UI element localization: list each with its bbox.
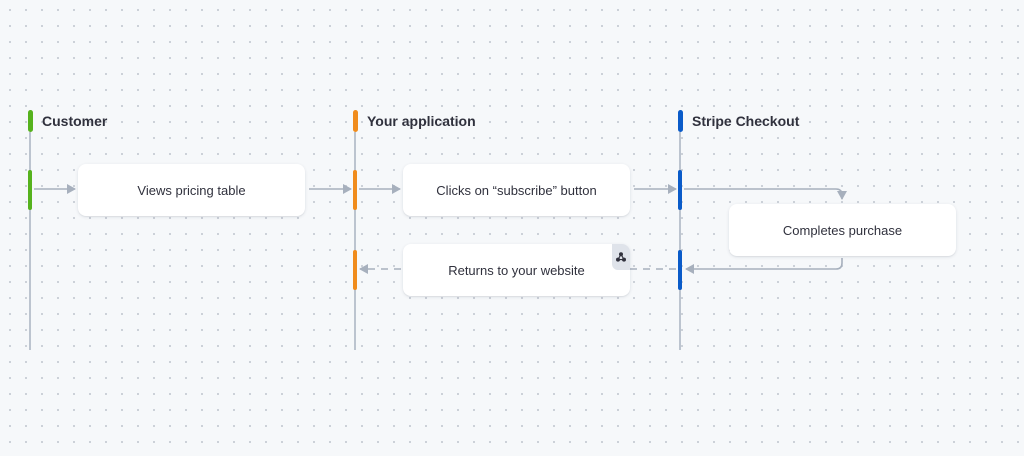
step-card-returns-website[interactable]: Returns to your website (403, 244, 630, 296)
activation-application-2 (353, 250, 357, 290)
lane-title: Your application (367, 113, 476, 129)
lifeline-checkout (679, 132, 681, 350)
lifeline-application (354, 132, 356, 350)
arrow-to-purchase-step (684, 188, 847, 200)
lane-color-bar (678, 110, 683, 132)
lifeline-customer (29, 132, 31, 350)
step-card-views-pricing[interactable]: Views pricing table (78, 164, 305, 216)
webhook-icon (616, 252, 626, 262)
step-label: Views pricing table (137, 182, 246, 198)
lane-header-checkout: Stripe Checkout (678, 110, 799, 132)
activation-checkout-1 (678, 170, 682, 210)
activation-application-1 (353, 170, 357, 210)
step-card-clicks-subscribe[interactable]: Clicks on “subscribe” button (403, 164, 630, 216)
step-label: Returns to your website (448, 262, 585, 278)
step-card-completes-purchase[interactable]: Completes purchase (729, 204, 956, 256)
step-label: Clicks on “subscribe” button (436, 182, 597, 198)
step-label: Completes purchase (782, 222, 903, 238)
activation-checkout-2 (678, 250, 682, 290)
lane-color-bar (353, 110, 358, 132)
lane-title: Stripe Checkout (692, 113, 800, 129)
lane-title: Customer (42, 113, 108, 129)
lane-header-customer: Customer (28, 110, 107, 132)
arrow-back-to-checkout (685, 258, 843, 274)
lane-color-bar (28, 110, 33, 132)
activation-customer (28, 170, 32, 210)
lane-header-application: Your application (353, 110, 476, 132)
webhook-badge[interactable] (612, 244, 630, 270)
